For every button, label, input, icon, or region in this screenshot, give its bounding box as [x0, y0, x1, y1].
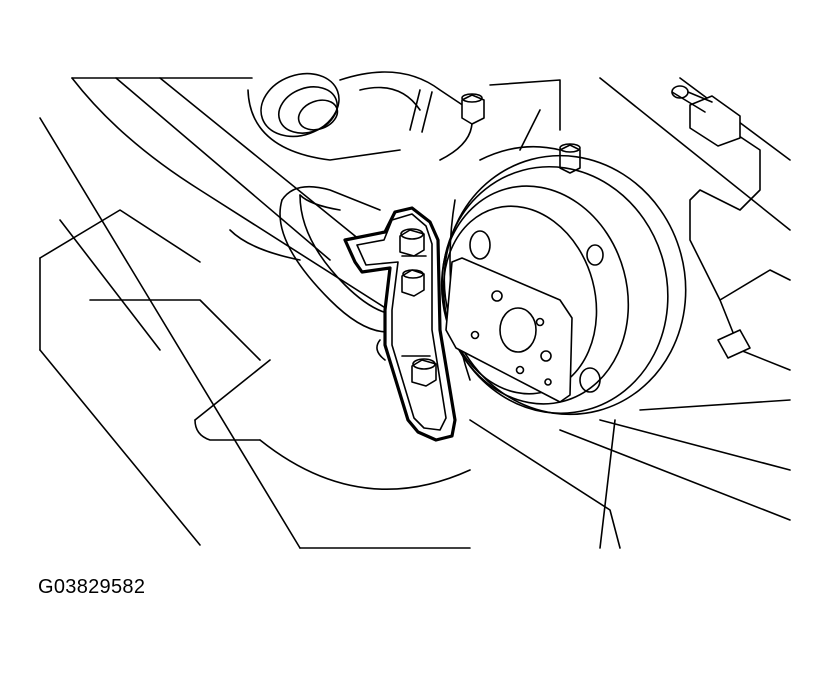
engine-bay-lines — [39, 77, 791, 549]
tool-bolts — [399, 228, 437, 387]
belt-pulley-left — [229, 185, 401, 361]
right-bracket — [599, 77, 791, 371]
top-bolts — [461, 93, 581, 174]
clutch-hub-plate — [445, 257, 573, 403]
upper-pulleys — [247, 71, 561, 161]
figure-id-label: G03829582 — [38, 576, 146, 598]
